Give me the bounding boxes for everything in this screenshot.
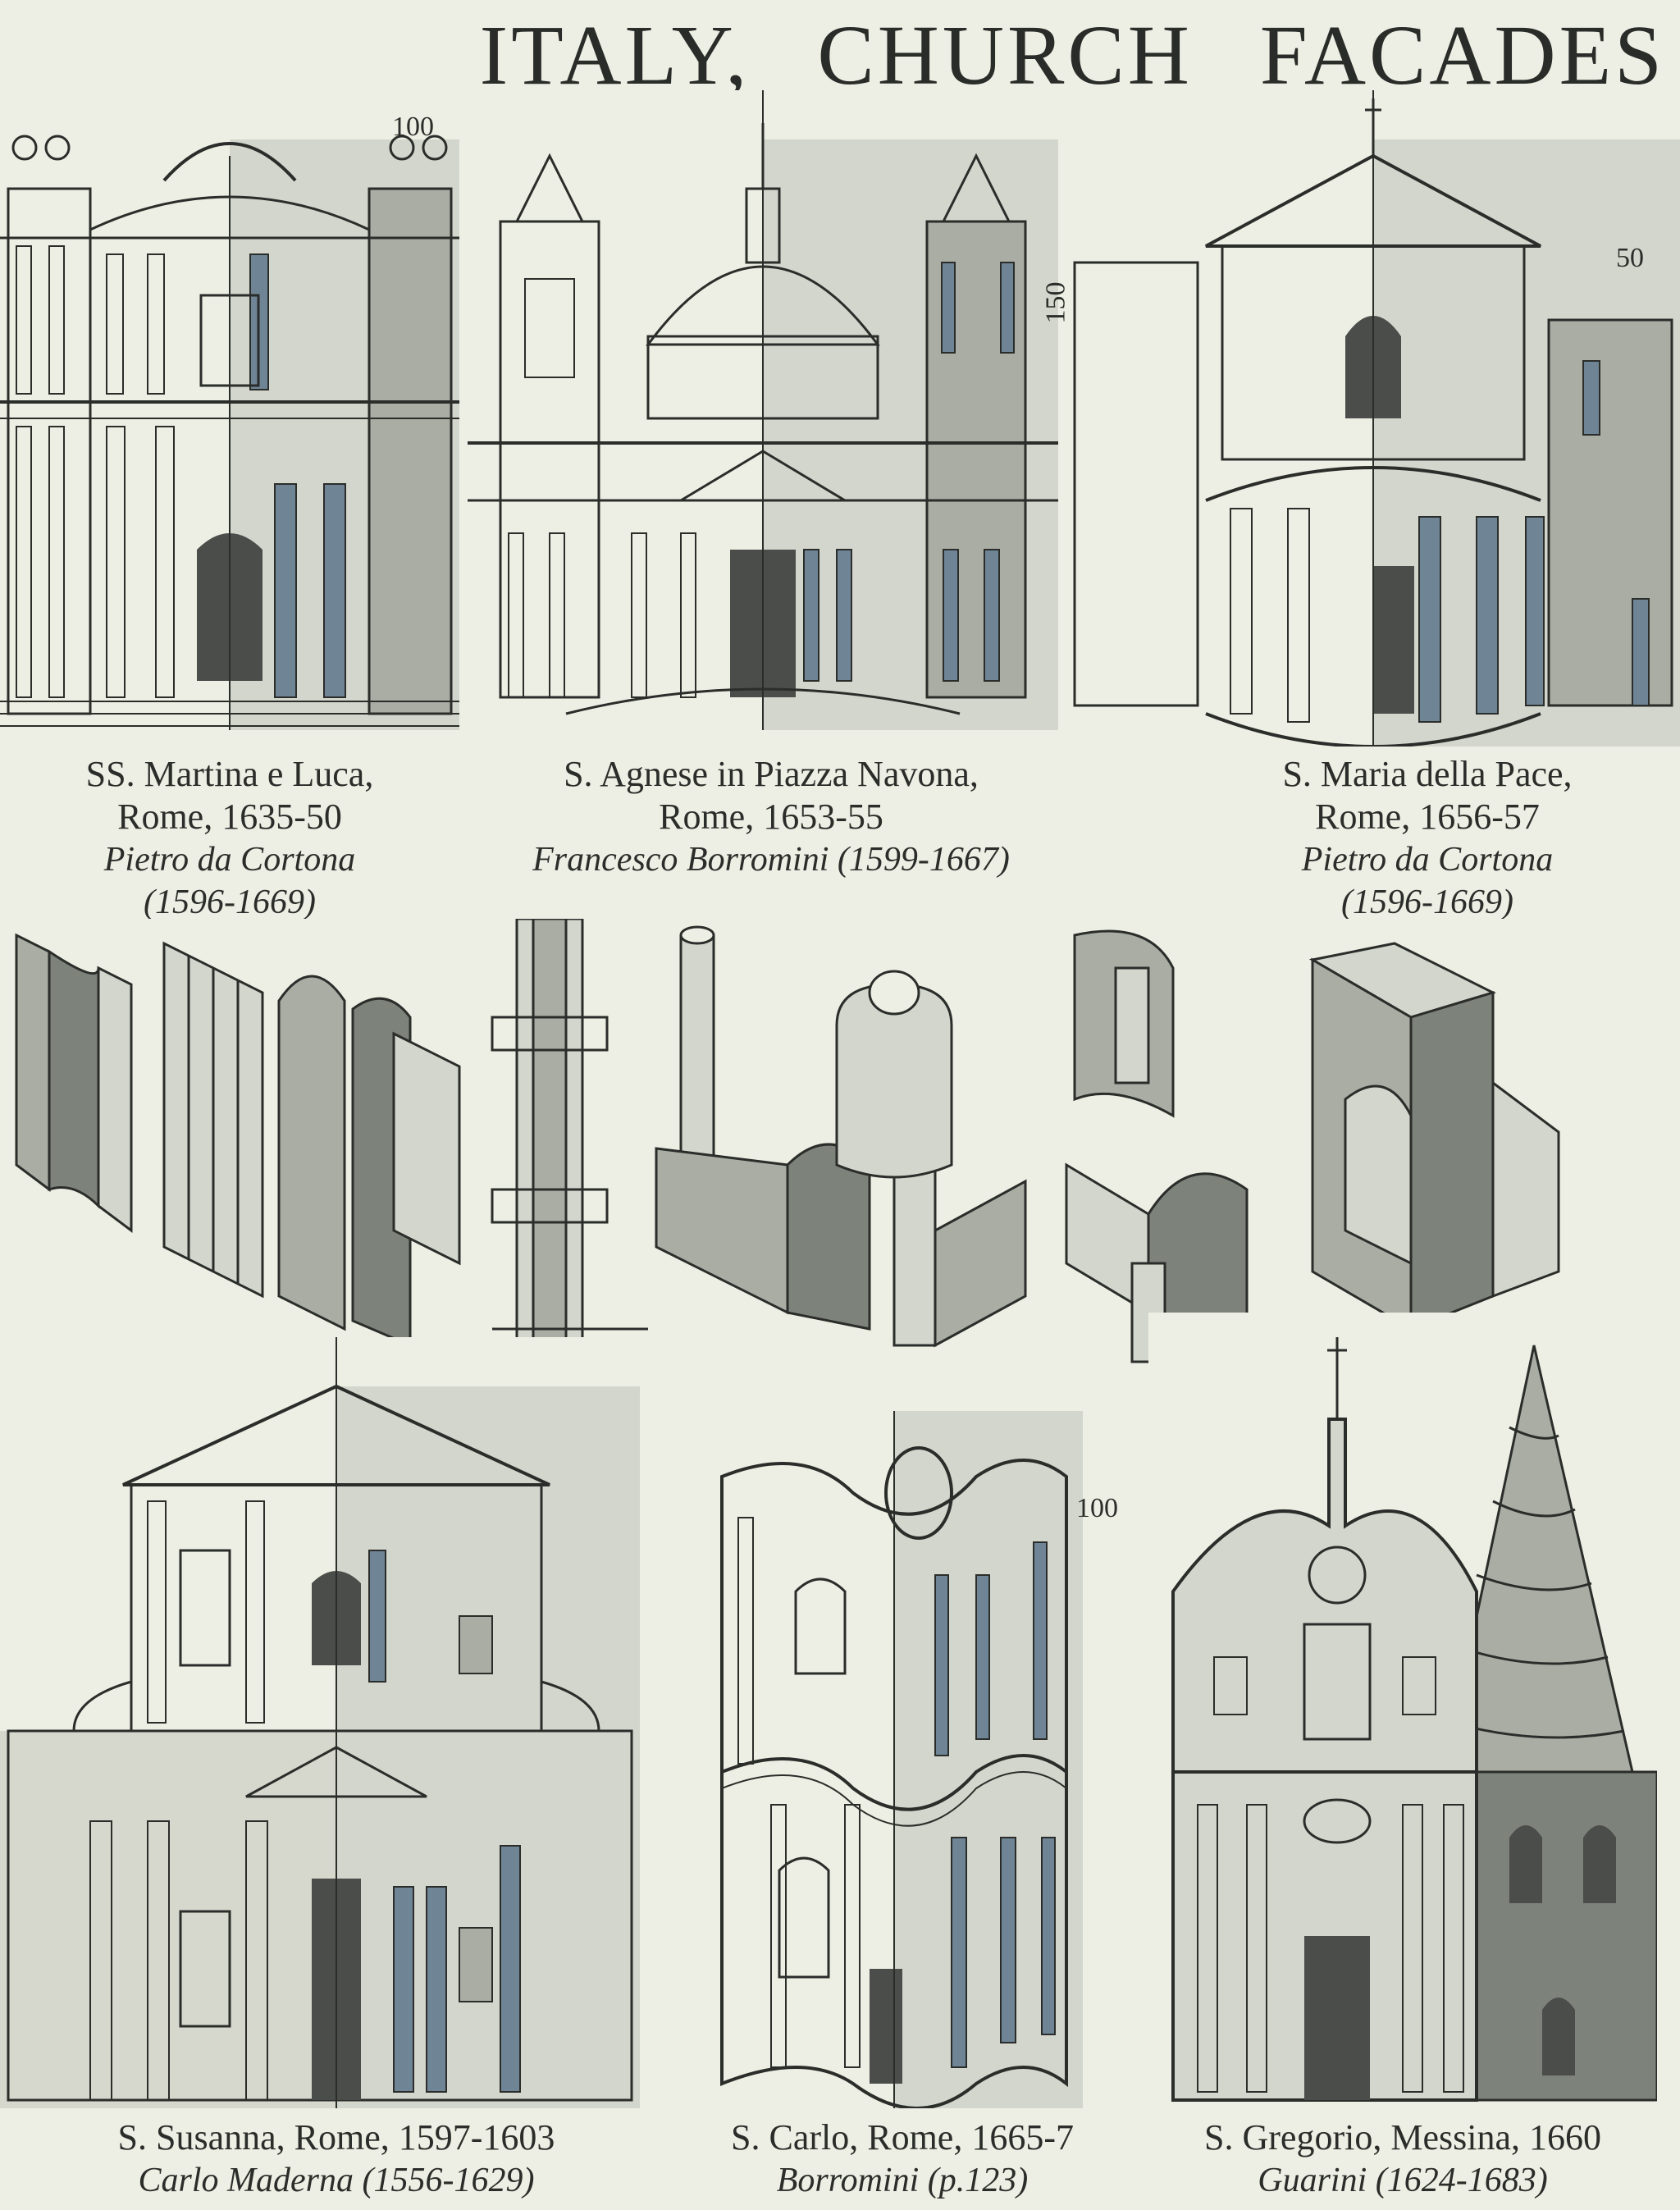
- caption-place-date: Rome, 1656-57: [1315, 797, 1540, 837]
- caption-architect-dates: (1596-1669): [144, 884, 316, 921]
- caption-martina: SS. Martina e Luca, Rome, 1635-50 Pietro…: [0, 753, 459, 924]
- page-title: ITALY, CHURCH FACADES: [479, 8, 1665, 103]
- caption-title: S. Carlo, Rome, 1665-7: [731, 2117, 1074, 2157]
- caption-gregorio: S. Gregorio, Messina, 1660 Guarini (1624…: [1132, 2116, 1673, 2202]
- caption-susanna: S. Susanna, Rome, 1597-1603 Carlo Madern…: [0, 2116, 673, 2202]
- caption-place-date: Rome, 1635-50: [117, 797, 342, 837]
- caption-title: S. Gregorio, Messina, 1660: [1204, 2117, 1601, 2157]
- caption-title: SS. Martina e Luca,: [85, 754, 374, 794]
- caption-title: S. Susanna, Rome, 1597-1603: [117, 2117, 555, 2157]
- scale-carlo: 100: [1076, 1493, 1118, 1523]
- caption-title: S. Maria della Pace,: [1282, 754, 1573, 794]
- caption-architect-dates: (1596-1669): [1341, 884, 1513, 921]
- caption-pace: S. Maria della Pace, Rome, 1656-57 Pietr…: [1181, 753, 1673, 924]
- caption-architect: Borromini (p.123): [776, 2162, 1029, 2199]
- susanna-facade-drawing: [0, 1337, 640, 2108]
- caption-architect: Pietro da Cortona: [1301, 841, 1554, 879]
- gregorio-facade-drawing: [1148, 1313, 1657, 2108]
- caption-architect: Francesco Borromini (1599-1667): [532, 841, 1010, 879]
- caption-architect: Pietro da Cortona: [103, 841, 356, 879]
- caption-architect: Guarini (1624-1683): [1258, 2162, 1548, 2199]
- carlo-facade-drawing: [705, 1411, 1083, 2108]
- agnese-facade-drawing: [468, 90, 1058, 730]
- caption-title: S. Agnese in Piazza Navona,: [564, 754, 979, 794]
- martina-facade-drawing: [0, 90, 459, 730]
- isometric-details-drawing: [0, 919, 1680, 1378]
- caption-carlo: S. Carlo, Rome, 1665-7 Borromini (p.123): [673, 2116, 1132, 2202]
- scale-martina: 100: [392, 112, 434, 142]
- caption-architect: Carlo Maderna (1556-1629): [138, 2162, 535, 2199]
- pace-facade-drawing: [1066, 90, 1680, 747]
- scale-pace: 50: [1616, 243, 1644, 273]
- caption-agnese: S. Agnese in Piazza Navona, Rome, 1653-5…: [459, 753, 1083, 881]
- caption-place-date: Rome, 1653-55: [659, 797, 883, 837]
